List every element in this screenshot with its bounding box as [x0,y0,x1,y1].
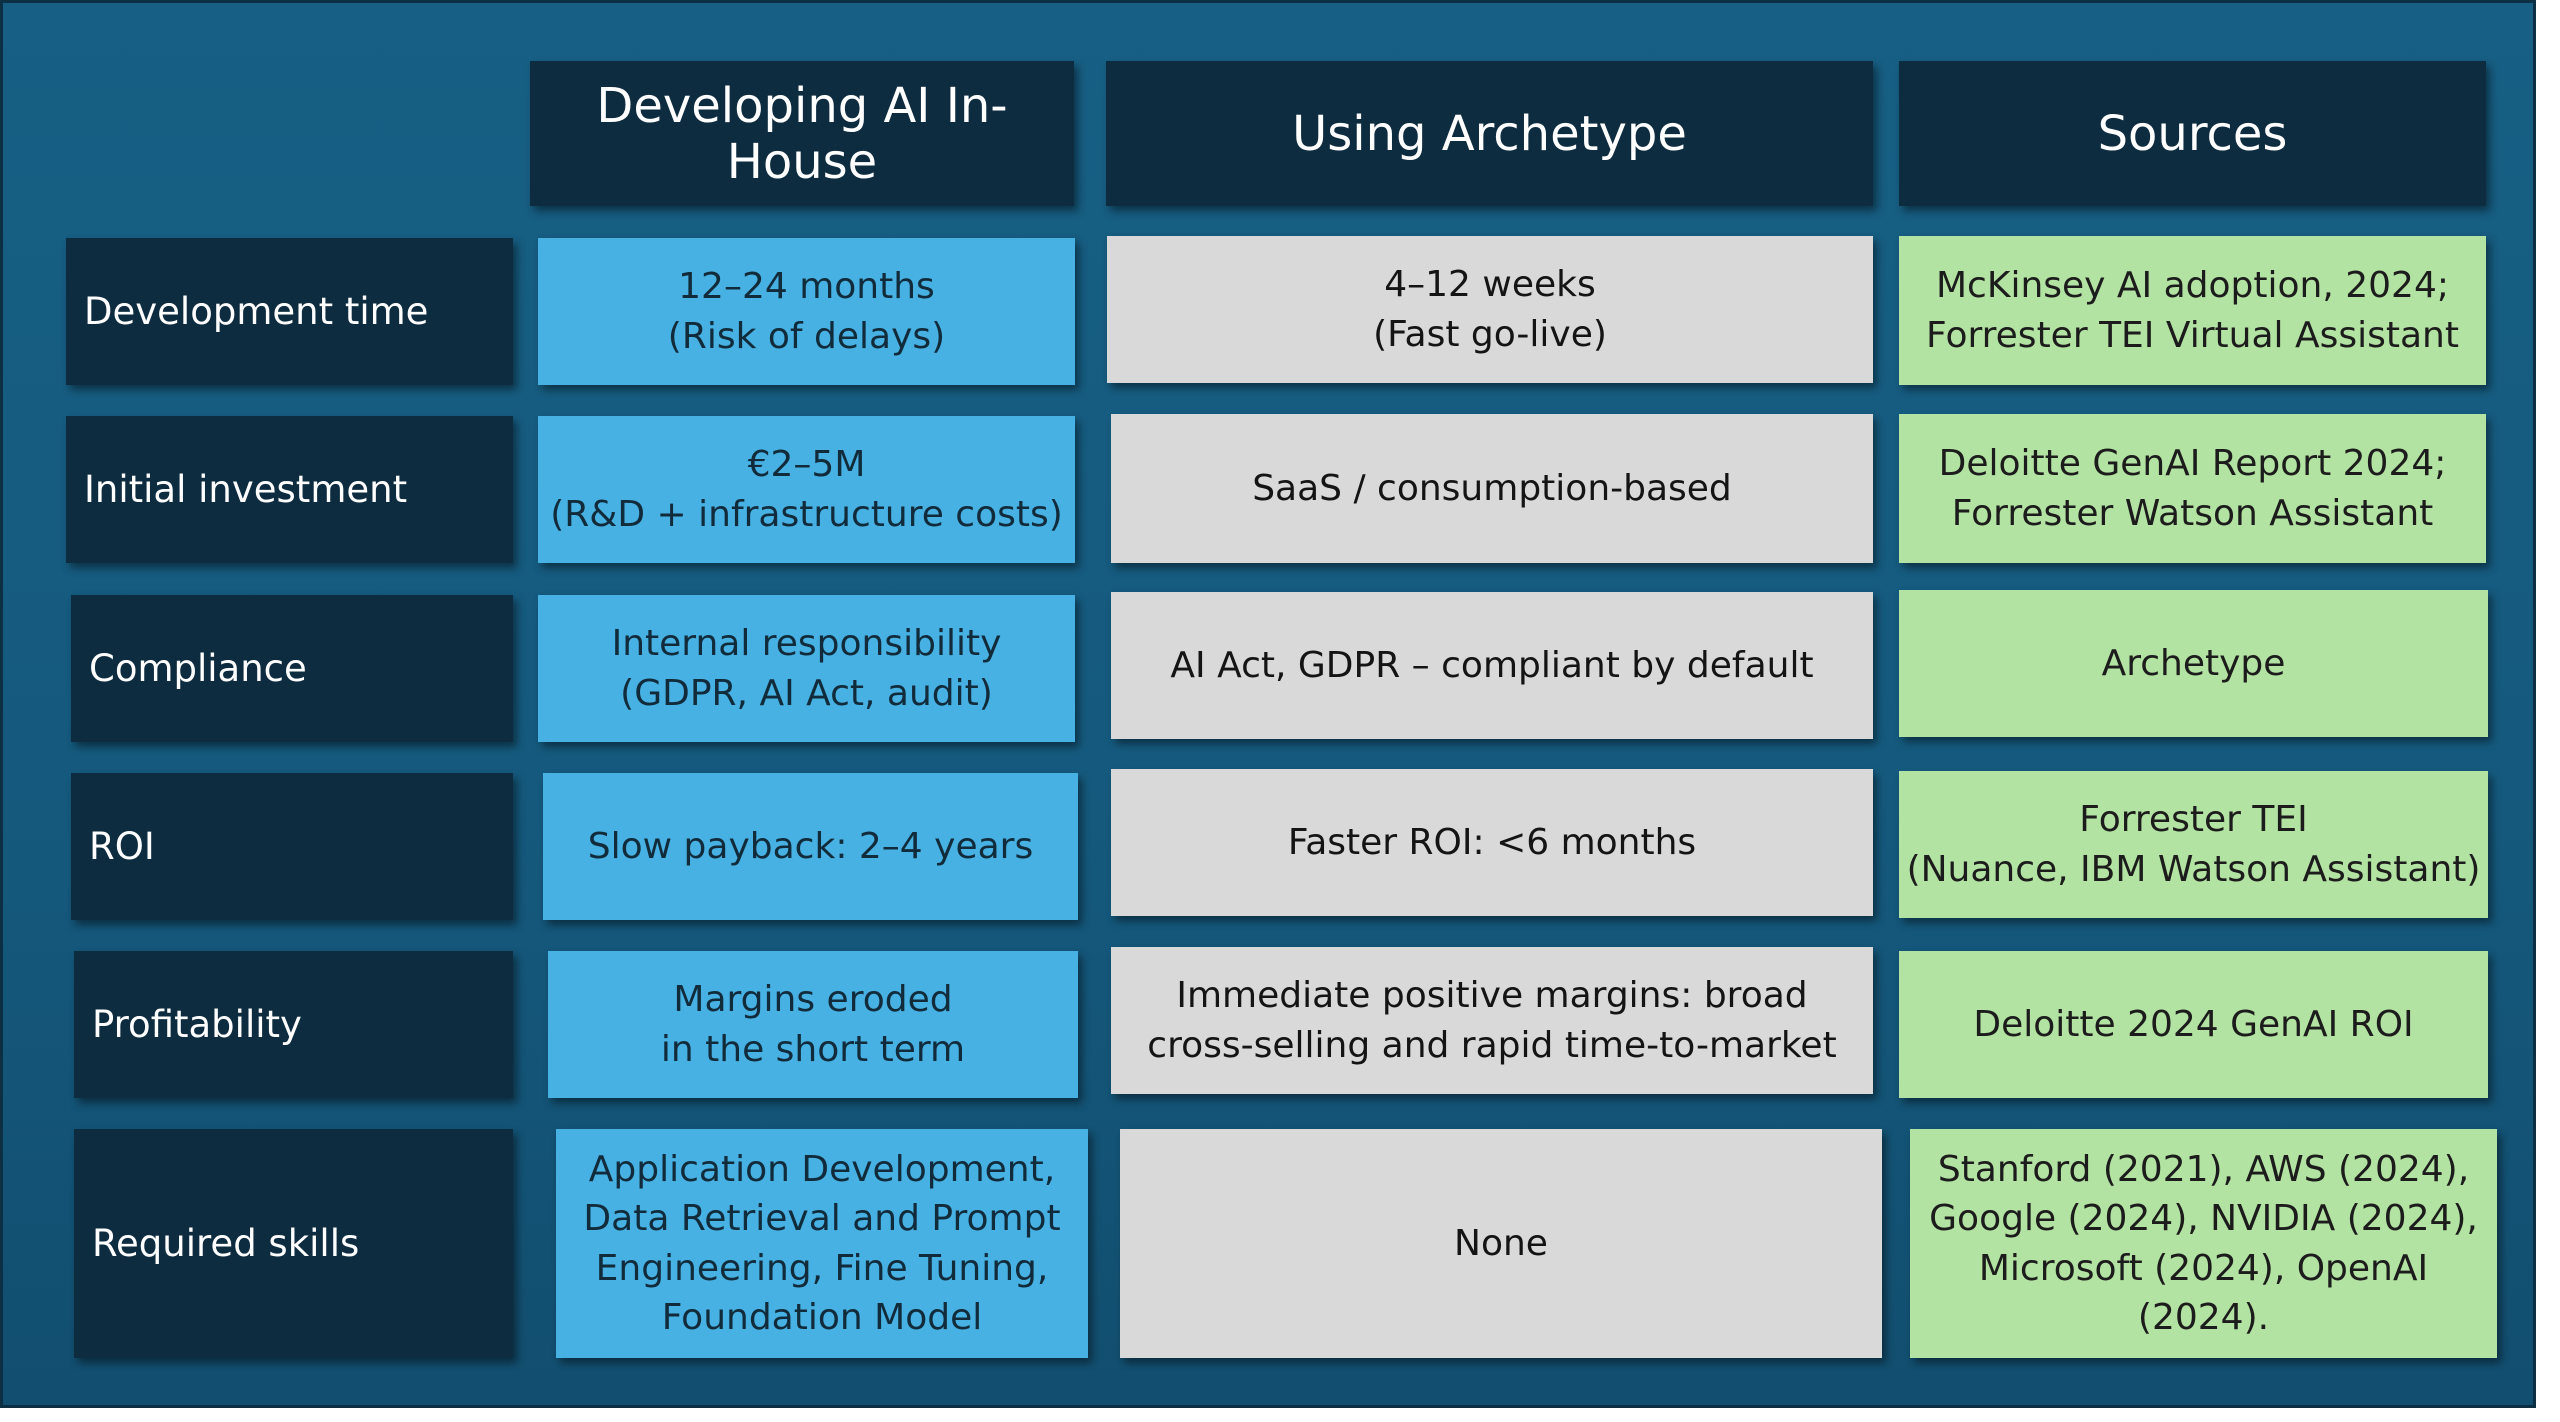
row-label: Required skills [92,1222,360,1265]
cell-archetype-roi: Faster ROI: <6 months [1111,769,1873,916]
cell-archetype-required-skills: None [1120,1129,1882,1358]
header-archetype-label: Using Archetype [1292,105,1687,162]
cell-text: None [1454,1222,1548,1264]
row-label: Profitability [92,1003,302,1046]
header-archetype: Using Archetype [1106,61,1873,206]
header-inhouse-label: Developing AI In-House [596,77,1008,190]
cell-sources-compliance: Archetype [1899,590,2488,737]
cell-inhouse-required-skills: Application Development, Data Retrieval … [556,1129,1088,1358]
cell-archetype-initial-investment: SaaS / consumption-based [1111,414,1873,563]
cell-inhouse-initial-investment: €2–5M (R&D + infrastructure costs) [538,416,1075,563]
cell-archetype-development-time: 4–12 weeks (Fast go-live) [1107,236,1873,383]
cell-text: Stanford (2021), AWS (2024), Google (202… [1929,1148,2478,1338]
cell-inhouse-compliance: Internal responsibility (GDPR, AI Act, a… [538,595,1075,742]
cell-text: AI Act, GDPR – compliant by default [1170,644,1814,686]
cell-archetype-profitability: Immediate positive margins: broad cross-… [1111,947,1873,1094]
cell-text: Forrester TEI (Nuance, IBM Watson Assist… [1906,799,2481,890]
cell-text: Deloitte 2024 GenAI ROI [1973,1003,2414,1045]
cell-text: McKinsey AI adoption, 2024; Forrester TE… [1926,265,2459,356]
header-inhouse: Developing AI In-House [530,61,1074,206]
cell-sources-profitability: Deloitte 2024 GenAI ROI [1899,951,2488,1098]
row-label-required-skills: Required skills [74,1129,513,1358]
cell-sources-required-skills: Stanford (2021), AWS (2024), Google (202… [1910,1129,2497,1358]
cell-inhouse-development-time: 12–24 months (Risk of delays) [538,238,1075,385]
header-sources-label: Sources [2097,105,2288,162]
cell-inhouse-roi: Slow payback: 2–4 years [543,773,1078,920]
cell-sources-roi: Forrester TEI (Nuance, IBM Watson Assist… [1899,771,2488,918]
cell-text: Internal responsibility (GDPR, AI Act, a… [611,623,1002,714]
row-label: Initial investment [84,468,408,511]
row-label: Development time [84,290,429,333]
cell-sources-initial-investment: Deloitte GenAI Report 2024; Forrester Wa… [1899,414,2486,563]
row-label-development-time: Development time [66,238,513,385]
cell-text: 4–12 weeks (Fast go-live) [1373,264,1607,355]
row-label-initial-investment: Initial investment [66,416,513,563]
row-label-roi: ROI [71,773,513,920]
cell-text: Archetype [2101,642,2286,684]
cell-text: Deloitte GenAI Report 2024; Forrester Wa… [1938,443,2447,534]
cell-archetype-compliance: AI Act, GDPR – compliant by default [1111,592,1873,739]
row-label: ROI [89,825,155,868]
header-sources: Sources [1899,61,2486,206]
cell-inhouse-profitability: Margins eroded in the short term [548,951,1078,1098]
cell-text: Immediate positive margins: broad cross-… [1147,975,1837,1066]
row-label-compliance: Compliance [71,595,513,742]
cell-text: €2–5M (R&D + infrastructure costs) [550,444,1063,535]
cell-sources-development-time: McKinsey AI adoption, 2024; Forrester TE… [1899,236,2486,385]
cell-text: Slow payback: 2–4 years [587,825,1034,867]
cell-text: 12–24 months (Risk of delays) [667,266,946,357]
cell-text: SaaS / consumption-based [1252,467,1732,509]
row-label-profitability: Profitability [74,951,513,1098]
cell-text: Margins eroded in the short term [660,979,966,1070]
cell-text: Faster ROI: <6 months [1287,821,1697,863]
row-label: Compliance [89,647,307,690]
cell-text: Application Development, Data Retrieval … [583,1148,1061,1338]
